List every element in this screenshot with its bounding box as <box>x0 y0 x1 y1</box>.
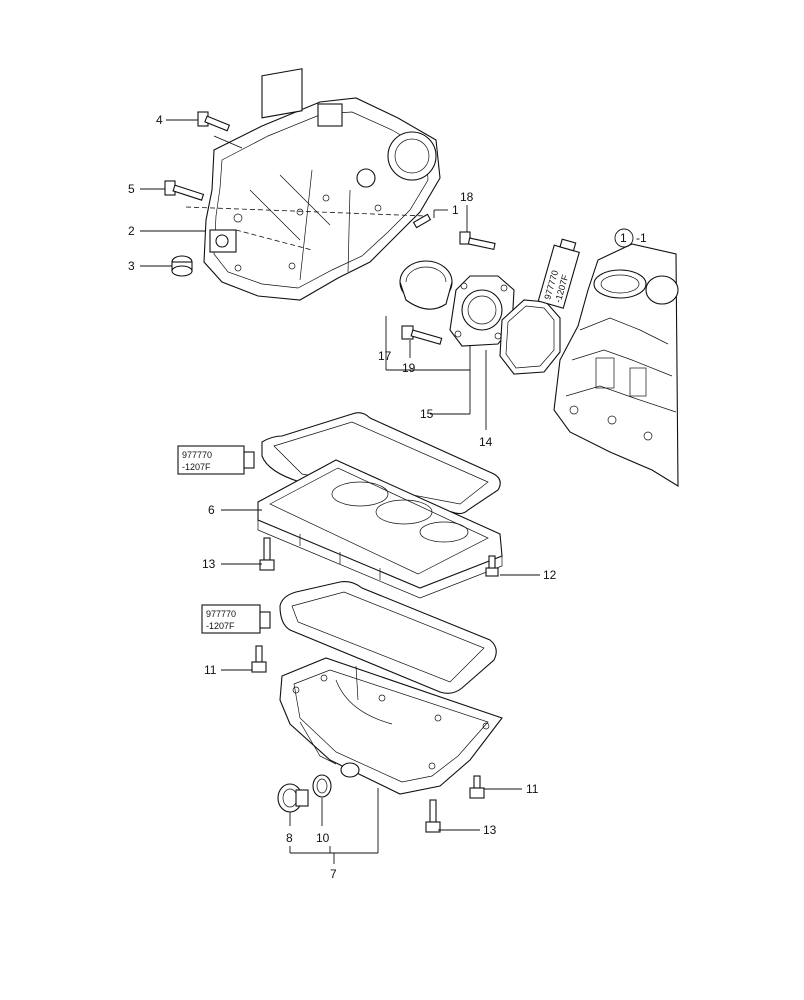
oil-seal-case-15 <box>449 275 515 347</box>
bolt-11-lower <box>469 775 485 799</box>
sealant-tube-upper: 977770 -1207F <box>537 238 580 309</box>
callout-19: 19 <box>402 361 416 375</box>
sealant-lower-code: 977770 <box>206 609 236 619</box>
callout-6: 6 <box>208 503 215 517</box>
leader-lines <box>140 119 540 864</box>
callout-2: 2 <box>128 224 135 238</box>
callout-11-upper: 11 <box>204 663 217 677</box>
callout-3: 3 <box>128 259 135 273</box>
bolt-13-lower <box>425 799 441 833</box>
lower-gasket <box>279 581 497 694</box>
callout-15: 15 <box>420 407 434 421</box>
ref-suffix: -1 <box>636 231 647 245</box>
callout-1: 1 <box>452 203 459 217</box>
callout-4: 4 <box>156 113 163 127</box>
bolt-11-upper <box>251 645 267 673</box>
sealant-tube-middle: 977770 -1207F <box>177 445 255 475</box>
washer-10 <box>312 774 332 798</box>
oil-pan-7 <box>279 657 503 795</box>
callout-10: 10 <box>316 831 330 845</box>
callout-8: 8 <box>286 831 293 845</box>
drain-plug-8 <box>277 783 309 813</box>
bolt-4 <box>197 111 231 132</box>
flywheel-housing <box>203 68 441 301</box>
callout-7: 7 <box>330 867 337 881</box>
callout-13-lower: 13 <box>483 823 497 837</box>
sealant-lower-suffix: -1207F <box>206 621 235 631</box>
upper-gasket <box>261 412 501 515</box>
callout-12: 12 <box>543 568 557 582</box>
callout-13-upper: 13 <box>202 557 216 571</box>
sealant-tube-lower: 977770 -1207F <box>201 604 271 634</box>
drain-plug-3 <box>171 255 193 277</box>
bolt-19 <box>401 325 443 345</box>
cylinder-block <box>553 243 679 487</box>
callout-5: 5 <box>128 182 135 196</box>
bolt-5 <box>164 180 205 201</box>
sealant-middle-suffix: -1207F <box>182 462 211 472</box>
sealant-middle-code: 977770 <box>182 450 212 460</box>
callout-11-lower: 11 <box>526 782 539 796</box>
oil-seal-17 <box>399 260 453 310</box>
callout-14: 14 <box>479 435 493 449</box>
dowel-pin <box>412 213 432 229</box>
bolt-12 <box>485 555 499 577</box>
callout-labels: 4 5 2 3 1 18 17 19 15 14 6 13 12 11 11 1… <box>128 113 557 881</box>
reference-marker: 1 -1 <box>614 228 647 248</box>
callout-17: 17 <box>378 349 392 363</box>
bolt-13-upper <box>259 537 275 571</box>
gasket-14 <box>499 299 561 375</box>
callout-18: 18 <box>460 190 474 204</box>
oil-pan-adapter-6 <box>257 459 503 599</box>
ref-circle-number: 1 <box>620 231 627 245</box>
bolt-18 <box>459 231 496 250</box>
